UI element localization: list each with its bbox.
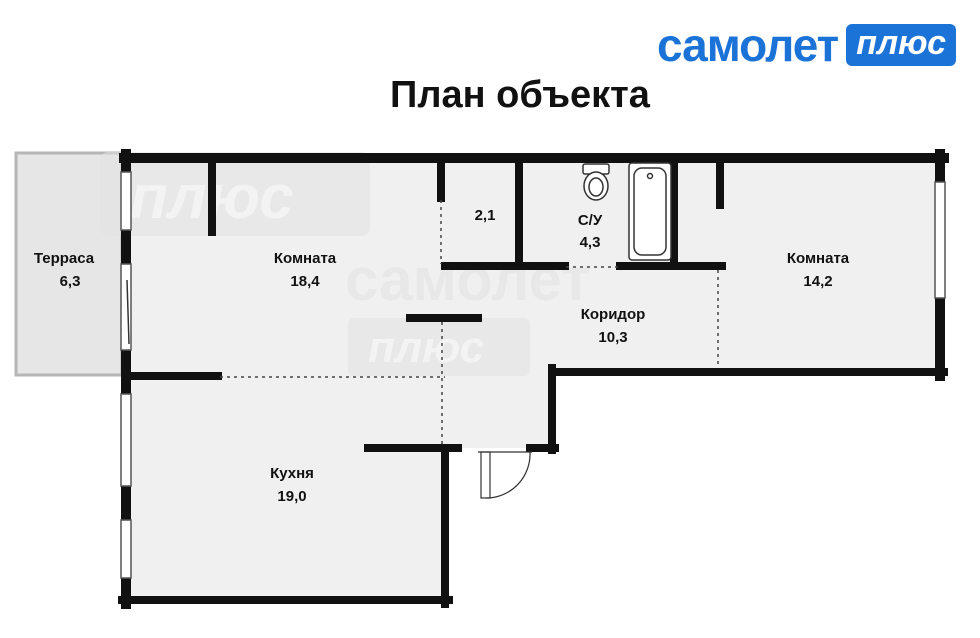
corridor-name: Коридор [581,306,646,323]
watermark-badge-2-text: плюс [368,323,484,372]
window-right [934,181,946,299]
kitchen-area: 19,0 [277,488,306,505]
bathroom-name: С/У [578,212,603,229]
page-title: План объекта [390,74,650,116]
terrace-name: Терраса [34,250,95,267]
watermark-word: самолет [345,246,591,313]
bathroom-area: 4,3 [580,234,601,251]
terrace-area: 6,3 [60,273,81,290]
windows [120,171,946,579]
window-left-top [120,171,132,231]
room2-area: 14,2 [803,273,832,290]
watermark-badge-1 [100,152,370,236]
window-left-kitchen-2 [120,519,132,579]
toilet-icon [582,163,610,201]
room1-name: Комната [274,250,337,267]
window-left-kitchen-1 [120,393,132,487]
room1-area: 18,4 [290,273,320,290]
storage-area: 2,1 [475,207,496,224]
bathtub-icon [628,162,672,261]
bathtub-inner [633,167,667,256]
watermark: плюс самолет плюс [100,152,591,376]
terrace-door [120,263,132,351]
room2-name: Комната [787,250,850,267]
entrance-door-leaf [480,451,491,499]
entrance-door-swing [485,451,531,499]
kitchen-name: Кухня [270,465,314,482]
terrace-door-leaf [126,279,130,345]
brand-badge: плюс [846,24,956,66]
floor-fills [14,151,940,600]
entrance-door [478,451,532,499]
toilet-seat [588,177,604,197]
apartment-floor [125,158,940,600]
brand-logo: самолет плюс [657,22,956,68]
bathtub-drain [646,172,654,180]
corridor-area: 10,3 [598,329,627,346]
watermark-badge-2 [348,318,530,376]
zone-separators [220,200,719,446]
brand-name: самолет [656,19,839,71]
room-labels: Терраса 6,3 Комната 18,4 2,1 С/У 4,3 Ком… [34,207,850,505]
